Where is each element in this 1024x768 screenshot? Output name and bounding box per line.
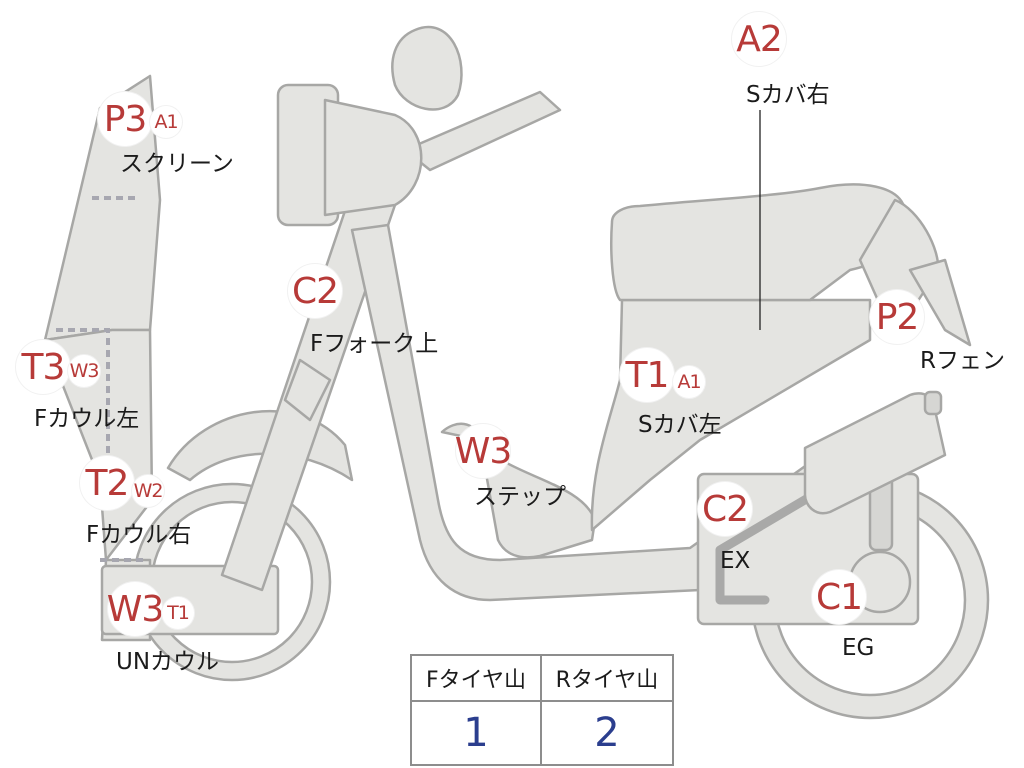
air-box <box>803 392 947 515</box>
shock-cap <box>923 390 943 416</box>
badge-t2-sub: W2 <box>132 475 164 507</box>
rear-tire-header: Rタイヤ山 <box>542 656 672 702</box>
rear-fender <box>908 258 972 347</box>
badge-p3-sub: A1 <box>150 106 182 138</box>
badge-t3-sub: W3 <box>68 355 100 387</box>
badge-c2-fork: C2 <box>288 264 342 318</box>
rear-tire-value: 2 <box>594 710 620 756</box>
badge-t1-sub: A1 <box>673 366 705 398</box>
front-tire-value: 1 <box>412 702 542 764</box>
label-f-fork: Fフォーク上 <box>310 331 439 357</box>
label-f-cowl-left: Fカウル左 <box>34 406 140 432</box>
badge-w3-un: W3 <box>107 582 164 636</box>
badge-a2: A2 <box>732 12 786 66</box>
label-screen: スクリーン <box>120 151 234 177</box>
mirror <box>391 25 463 111</box>
front-tire-header: Fタイヤ山 <box>412 656 542 702</box>
headlight-body <box>323 98 423 217</box>
fork-crown <box>283 358 332 422</box>
badge-p3: P3 <box>98 92 152 146</box>
badge-t1: T1 <box>620 348 674 402</box>
label-f-cowl-right: Fカウル右 <box>86 522 192 548</box>
label-ex: EX <box>720 548 751 574</box>
badge-w3-un-sub: T1 <box>162 597 194 629</box>
label-un-cowl: UNカウル <box>116 649 220 675</box>
label-s-cover-right: Sカバ右 <box>746 82 830 108</box>
seat <box>610 183 909 302</box>
badge-c2-ex: C2 <box>698 482 752 536</box>
badge-t3: T3 <box>16 340 70 394</box>
exhaust-pipe <box>715 480 835 605</box>
tire-tread-table: Fタイヤ山 Rタイヤ山 1 2 <box>410 654 674 766</box>
label-s-cover-left: Sカバ左 <box>638 412 722 438</box>
label-eg: EG <box>842 635 875 661</box>
badge-c1: C1 <box>812 570 866 624</box>
label-r-fender: Rフェン <box>920 348 1005 374</box>
cowl-dash-middle <box>56 328 110 468</box>
label-step: ステップ <box>474 484 566 510</box>
badge-p2: P2 <box>870 290 924 344</box>
badge-t2: T2 <box>80 456 134 510</box>
front-cowl <box>43 328 154 642</box>
badge-w3-step: W3 <box>455 424 512 478</box>
